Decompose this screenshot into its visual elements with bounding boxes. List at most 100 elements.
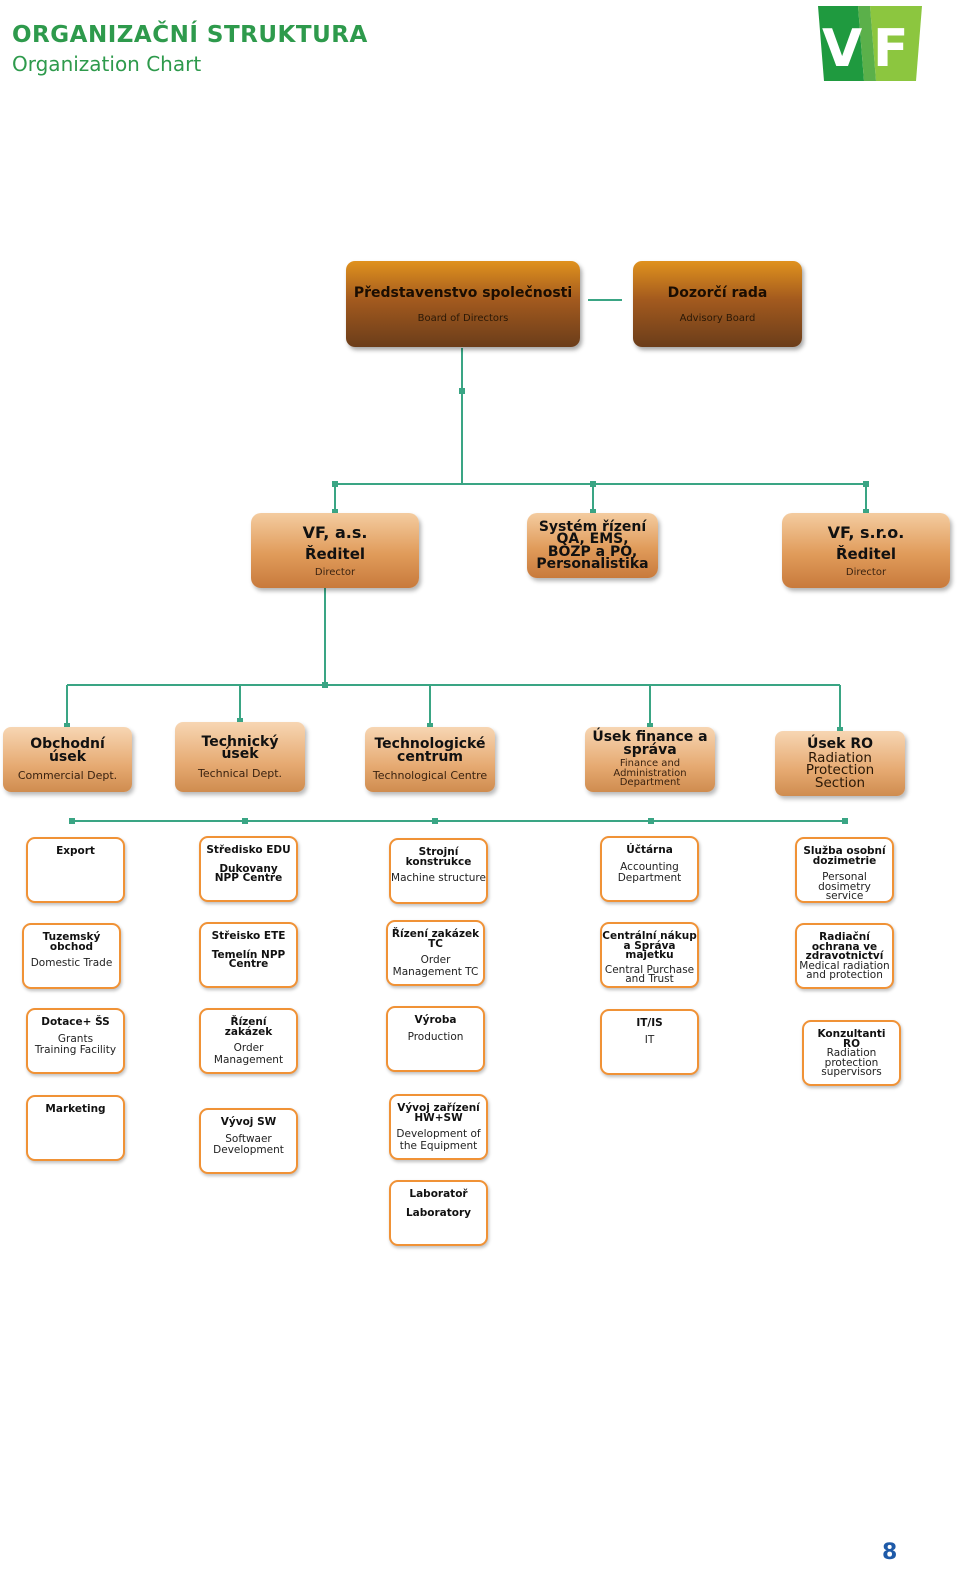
unit-name-cs: Konzultanti: [817, 1028, 886, 1040]
unit-name-cs: Středisko EDU: [206, 844, 291, 856]
unit-name-cs: Temelín NPP: [211, 948, 286, 961]
dept-name-en: Commercial Dept.: [17, 769, 118, 782]
dept-name-cs: úsek: [221, 746, 259, 762]
unit-name-cs: Dukovany: [219, 862, 278, 875]
dept-commercial-box: Obchodní úsek Commercial Dept.: [3, 727, 132, 792]
unit-production-box: Výroba Production: [386, 1006, 485, 1072]
unit-name-cs: a Správa: [623, 939, 676, 952]
unit-edu-centre-box: Středisko EDU Dukovany NPP Centre: [199, 836, 298, 902]
advisory-board-box: Dozorčí rada Advisory Board: [633, 261, 802, 347]
unit-laboratory-box: Laboratoř Laboratory: [389, 1180, 488, 1246]
unit-name-cs: Řízení zakázek: [391, 928, 480, 940]
unit-name-cs: Laboratory: [405, 1206, 472, 1219]
unit-name-en: protection: [824, 1056, 879, 1069]
unit-name-cs: Vývoj zařízení: [397, 1102, 480, 1114]
unit-equipment-development-box: Vývoj zařízení HW+SW Development of the …: [389, 1094, 488, 1160]
company-name: VF, s.r.o.: [827, 522, 905, 542]
unit-name-en: the Equipment: [399, 1139, 478, 1152]
unit-name-cs: HW+SW: [414, 1111, 463, 1124]
unit-name-cs: Vývoj SW: [220, 1116, 277, 1128]
unit-name-cs: Výroba: [414, 1014, 457, 1026]
unit-machine-structure-box: Strojní konstrukce Machine structure: [389, 838, 488, 904]
unit-ete-centre-box: Střeisko ETE Temelín NPP Centre: [199, 922, 298, 988]
unit-name-cs: Tuzemský: [42, 931, 101, 943]
dept-finance-box: Úsek finance a správa Finance and Admini…: [585, 727, 715, 792]
unit-order-management-box: Řízení zakázek Order Management: [199, 1008, 298, 1074]
unit-name-en: and protection: [806, 969, 883, 981]
unit-name-en: Central Purchase: [604, 963, 695, 976]
unit-name-en: Production: [407, 1030, 464, 1043]
unit-name-en: Management: [213, 1053, 284, 1066]
svg-text:F: F: [873, 19, 909, 79]
unit-name-cs: Dotace+ ŠS: [41, 1016, 110, 1028]
dept-name-cs: správa: [623, 741, 677, 758]
unit-name-cs: Služba osobní: [803, 845, 886, 857]
unit-name-en: Accounting: [620, 860, 679, 873]
quality-system-line: QA, EMS,: [556, 531, 629, 547]
unit-name-cs: TC: [428, 937, 443, 950]
unit-name-cs: dozimetrie: [812, 854, 877, 867]
dept-name-cs: Obchodní: [30, 736, 105, 752]
unit-name-en: Development of: [396, 1128, 481, 1140]
unit-name-cs: Řízení: [230, 1016, 267, 1028]
unit-name-en: Training Facility: [34, 1044, 117, 1056]
dept-name-cs: centrum: [397, 748, 463, 765]
unit-central-purchase-box: Centrální nákup a Správa majetku Central…: [600, 922, 699, 988]
unit-marketing-box: Marketing: [26, 1095, 125, 1161]
advisory-board-name-en: Advisory Board: [679, 312, 756, 324]
company-role-en: Director: [845, 566, 887, 578]
unit-it-box: IT/IS IT: [600, 1009, 699, 1075]
unit-personal-dosimetry-box: Služba osobní dozimetrie Personal dosime…: [795, 837, 894, 903]
unit-name-cs: ochrana ve: [811, 940, 878, 953]
unit-name-cs: Strojní: [418, 846, 459, 858]
unit-name-cs: IT/IS: [636, 1017, 663, 1029]
page-number: 8: [882, 1540, 898, 1565]
unit-name-cs: zdravotnictví: [805, 950, 884, 962]
dept-name-cs: Úsek finance a: [592, 729, 708, 746]
board-name-cs: Představenstvo společnosti: [353, 284, 573, 301]
unit-name-en: IT: [644, 1033, 655, 1046]
unit-name-en: Medical radiation: [799, 959, 890, 972]
unit-sw-development-box: Vývoj SW Softwaer Development: [199, 1108, 298, 1174]
unit-name-cs: Export: [56, 845, 95, 857]
unit-name-cs: Laboratoř: [409, 1188, 468, 1200]
unit-name-cs: Střeisko ETE: [211, 930, 286, 942]
svg-text:V: V: [822, 19, 862, 79]
vf-logo: V F: [818, 6, 922, 81]
unit-name-cs: NPP Centre: [214, 872, 283, 884]
board-of-directors-box: Představenstvo společnosti Board of Dire…: [346, 261, 580, 347]
dept-name-cs: Úsek RO: [806, 736, 874, 752]
dept-name-cs: Technický: [201, 733, 279, 750]
company-vf-as-box: VF, a.s. Ředitel Director: [251, 513, 419, 588]
unit-name-en: and Trust: [625, 973, 674, 985]
unit-order-management-tc-box: Řízení zakázek TC Order Management TC: [386, 920, 485, 986]
unit-name-cs: obchod: [49, 940, 94, 953]
dept-name-en: Technical Dept.: [197, 766, 283, 780]
unit-name-en: Development: [213, 1144, 284, 1156]
advisory-board-name-cs: Dozorčí rada: [667, 284, 768, 301]
quality-system-box: Systém řízení QA, EMS, BOZP a PO, Person…: [527, 513, 658, 578]
unit-name-cs: zakázek: [224, 1025, 273, 1038]
unit-export-box: Export: [26, 837, 125, 903]
dept-name-en: Protection: [805, 762, 875, 778]
company-role-en: Director: [314, 566, 356, 578]
unit-name-en: Grants: [57, 1032, 94, 1045]
unit-name-en: service: [825, 890, 864, 902]
unit-name-cs: Centre: [228, 958, 269, 970]
dept-technical-box: Technický úsek Technical Dept.: [175, 722, 305, 792]
dept-name-en: Section: [814, 774, 866, 791]
company-role-cs: Ředitel: [835, 544, 897, 563]
company-name: VF, a.s.: [302, 522, 368, 542]
quality-system-line: Systém řízení: [538, 518, 647, 535]
company-role-cs: Ředitel: [304, 544, 366, 563]
dept-radiation-protection-box: Úsek RO Radiation Protection Section: [775, 731, 905, 796]
dept-name-en: Department: [619, 777, 681, 789]
company-vf-sro-box: VF, s.r.o. Ředitel Director: [782, 513, 950, 588]
page-subtitle: Organization Chart: [12, 52, 202, 76]
unit-name-en: Radiation: [826, 1047, 877, 1059]
unit-grants-box: Dotace+ ŠS Grants Training Facility: [26, 1008, 125, 1074]
quality-system-line: Personalistika: [536, 556, 649, 572]
unit-name-cs: majetku: [625, 949, 674, 961]
dept-name-cs: Technologické: [374, 736, 486, 752]
